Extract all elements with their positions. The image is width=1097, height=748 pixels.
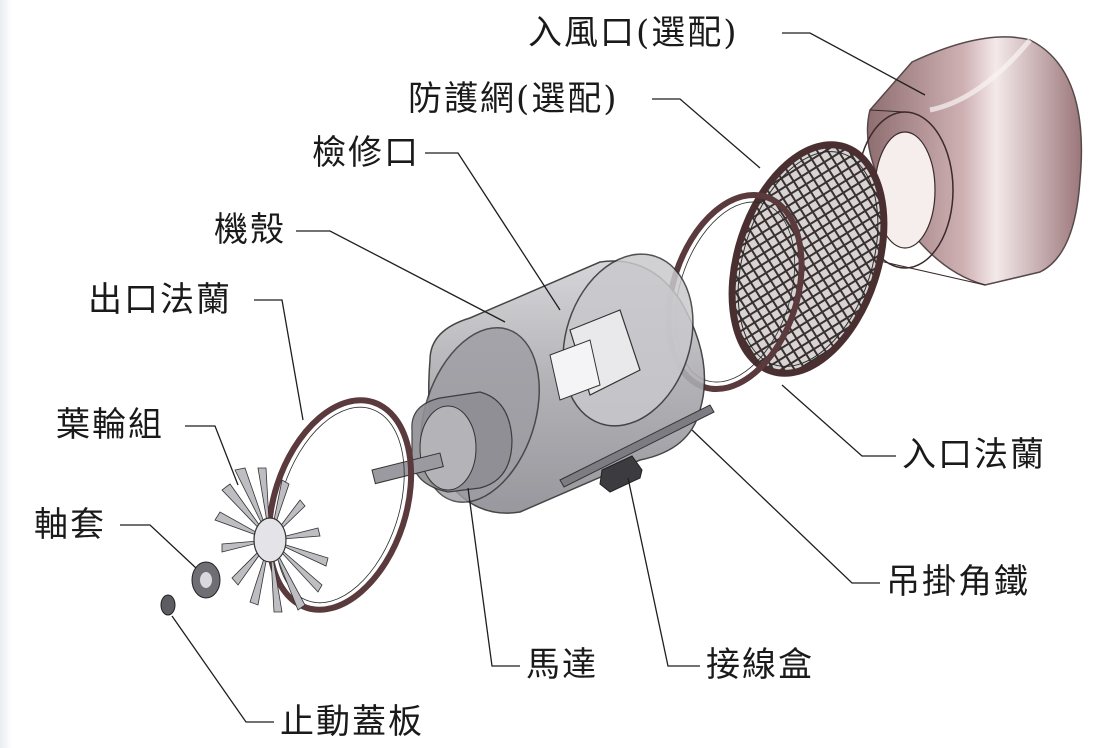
leader-lines (120, 32, 926, 723)
label-guard-mesh: 防護網(選配) (408, 79, 619, 119)
label-hanger-angle: 吊掛角鐵 (886, 562, 1030, 602)
stop-cover-part (160, 594, 176, 616)
motor-part (371, 391, 513, 493)
label-outlet-flange: 出口法蘭 (88, 280, 232, 320)
label-inlet-cone: 入風口(選配) (528, 13, 739, 53)
label-junction-box: 接線盒 (706, 645, 814, 685)
guard-mesh-part (728, 141, 888, 377)
inlet-cone-part (856, 36, 1083, 286)
left-edge-shade (0, 0, 12, 748)
label-casing: 機殼 (214, 210, 286, 250)
label-inlet-flange: 入口法蘭 (902, 435, 1046, 475)
label-inspection-port: 檢修口 (312, 133, 420, 173)
label-motor: 馬達 (526, 645, 598, 685)
junction-box-part (599, 455, 643, 493)
label-stop-cover: 止動蓋板 (280, 702, 424, 742)
bushing-part (191, 561, 221, 599)
impeller-part (214, 467, 329, 613)
label-impeller: 葉輪組 (56, 405, 164, 445)
label-bushing: 軸套 (34, 505, 106, 545)
